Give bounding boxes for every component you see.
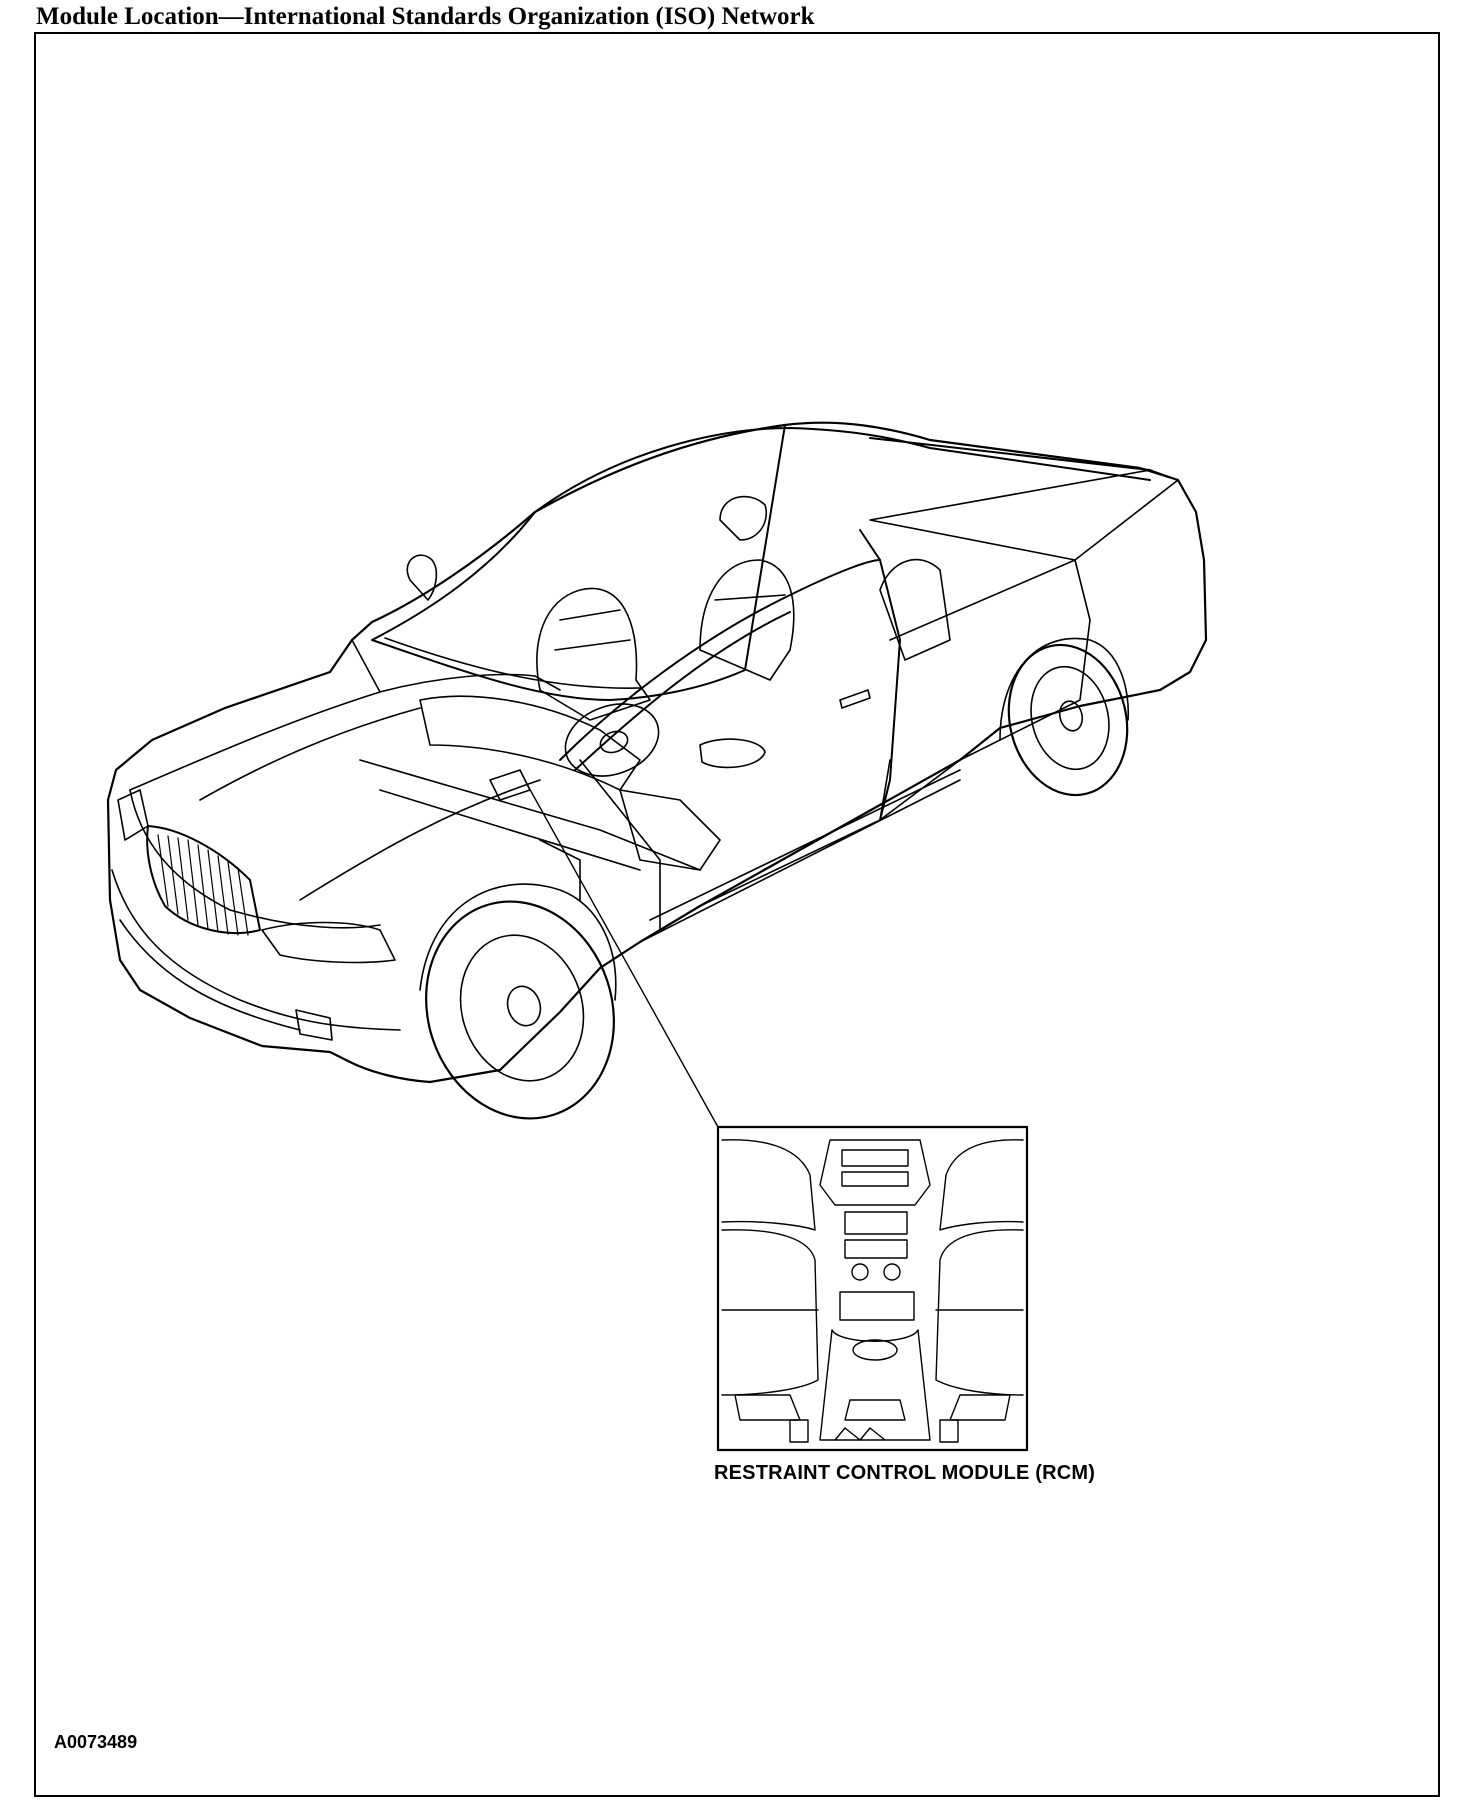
roof-outline [535, 428, 1150, 512]
grille-bars [158, 835, 248, 935]
center-console [620, 790, 720, 870]
b-pillar [860, 530, 900, 820]
page-title: Module Location—International Standards … [36, 3, 815, 30]
console-detail-drawing [722, 1140, 1023, 1442]
door-handle-front [840, 690, 870, 708]
steering-wheel [555, 692, 668, 789]
side-mirror-right [407, 555, 436, 600]
hood-crease-left [200, 708, 420, 800]
rcm-callout-label: RESTRAINT CONTROL MODULE (RCM) [714, 1462, 1096, 1484]
figure-id: A0073489 [54, 1732, 138, 1752]
fog-lamp [296, 1010, 332, 1040]
rear-wheel [993, 632, 1142, 808]
rocker [640, 770, 960, 942]
floor-structure [360, 760, 700, 900]
rear-door [880, 560, 1090, 820]
front-wheel [399, 877, 642, 1143]
headlamp [262, 923, 395, 963]
front-seat-right [700, 560, 794, 680]
rear-window [870, 470, 1178, 560]
front-seat-left [537, 588, 650, 720]
detail-view-frame [718, 1127, 1027, 1450]
callout-leader-line [528, 786, 718, 1127]
figure-frame [34, 32, 1440, 1797]
windshield-inner [385, 638, 640, 688]
headrest-front [720, 497, 766, 540]
hood-crease-right [300, 780, 540, 900]
windshield [372, 425, 785, 700]
side-mirror-left [700, 739, 765, 767]
front-door [580, 760, 890, 930]
vehicle-drawing [108, 423, 1206, 1143]
headlamp-left [118, 790, 148, 840]
hood-front-edge [130, 790, 380, 928]
rear-seat [880, 560, 950, 660]
car-body-outline [108, 423, 1206, 1082]
grille [147, 826, 260, 933]
detail-view [718, 1127, 1027, 1450]
hood-outline [130, 640, 560, 790]
bumper [112, 870, 400, 1030]
